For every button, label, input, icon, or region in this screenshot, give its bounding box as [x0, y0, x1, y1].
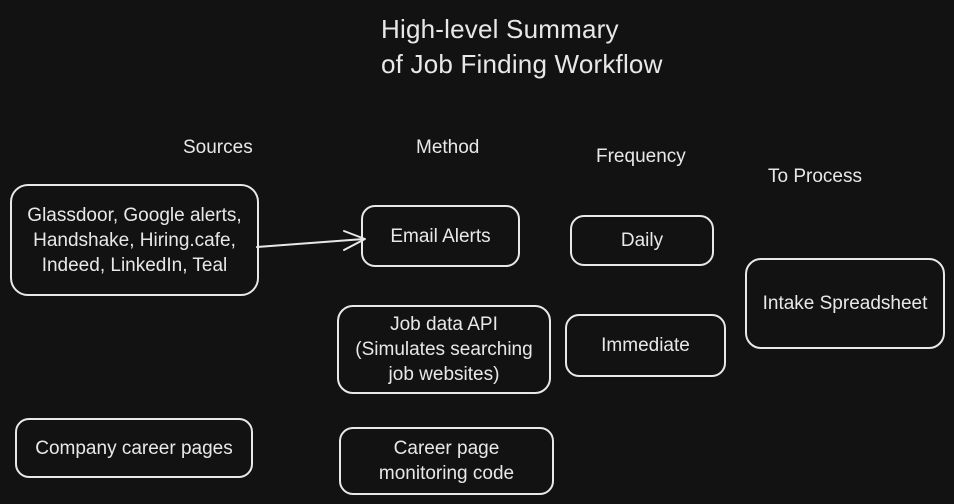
title-line-2: of Job Finding Workflow [381, 49, 663, 79]
source-job-boards-line-3: Indeed, LinkedIn, Teal [41, 254, 228, 276]
title-line-1: High-level Summary [381, 14, 619, 44]
source-job-boards-box: Glassdoor, Google alerts, Handshake, Hir… [10, 184, 259, 296]
method-email-alerts-label: Email Alerts [390, 225, 491, 247]
diagram-title: High-level Summary of Job Finding Workfl… [381, 12, 663, 82]
arrow-line [256, 238, 365, 248]
column-header-frequency: Frequency [596, 146, 686, 167]
method-job-data-api-line-3: job websites) [388, 364, 500, 385]
source-career-pages-label: Company career pages [35, 437, 233, 459]
method-email-alerts-box: Email Alerts [361, 205, 520, 267]
method-career-page-monitor-line-1: Career page [393, 438, 500, 459]
to-process-intake-box: Intake Spreadsheet [745, 258, 945, 349]
method-job-data-api-box: Job data API (Simulates searching job we… [337, 305, 551, 394]
method-job-data-api-line-2: (Simulates searching [355, 339, 533, 360]
method-career-page-monitor-box: Career page monitoring code [339, 427, 554, 495]
source-career-pages-box: Company career pages [15, 418, 253, 478]
frequency-immediate-box: Immediate [565, 314, 726, 377]
source-job-boards-line-2: Handshake, Hiring.cafe, [33, 229, 236, 251]
to-process-intake-label: Intake Spreadsheet [762, 293, 928, 314]
method-job-data-api-line-1: Job data API [390, 314, 498, 335]
method-career-page-monitor-line-2: monitoring code [378, 463, 515, 484]
column-header-method: Method [416, 137, 480, 158]
source-job-boards-line-1: Glassdoor, Google alerts, [27, 204, 242, 226]
column-header-to-process: To Process [768, 166, 862, 187]
frequency-immediate-label: Immediate [601, 335, 690, 356]
column-header-sources: Sources [183, 137, 253, 158]
frequency-daily-box: Daily [570, 215, 714, 266]
frequency-daily-label: Daily [620, 230, 664, 251]
